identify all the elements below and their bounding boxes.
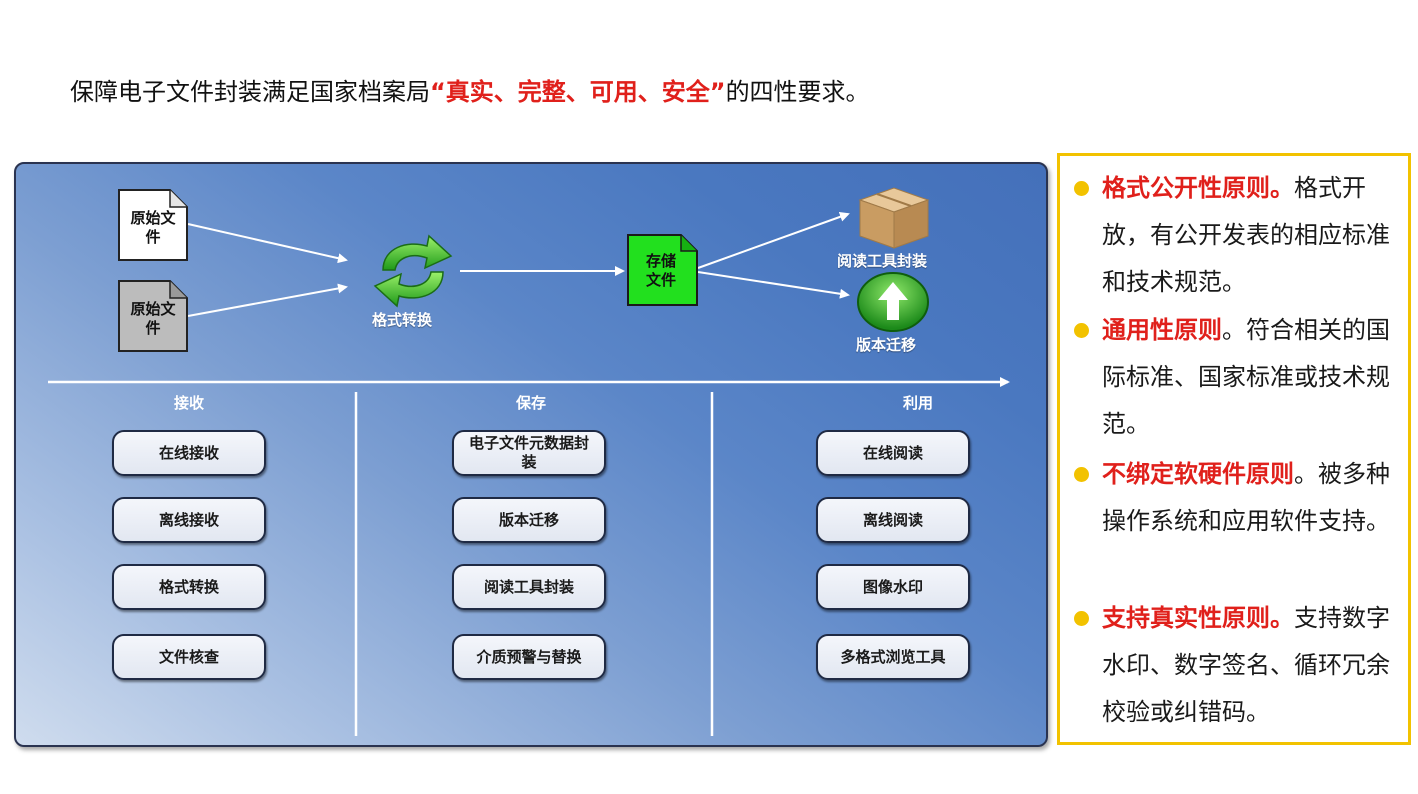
- preserve-item[interactable]: 介质预警与替换: [452, 634, 606, 680]
- preserve-item[interactable]: 版本迁移: [452, 497, 606, 543]
- receive-item-label: 在线接收: [158, 443, 219, 462]
- principle-item: 支持真实性原则。支持数字水印、数字签名、循环冗余校验或纠错码。: [1074, 595, 1404, 736]
- arrow-doc2-to-convert: [187, 283, 348, 317]
- principles-panel: 格式公开性原则。格式开放，有公开发表的相应标准和技术规范。 通用性原则。符合相关…: [1057, 153, 1411, 745]
- source-doc-2-label: 原始文件: [130, 300, 176, 337]
- version-migrate-label: 版本迁移: [856, 336, 917, 354]
- preserve-item[interactable]: 阅读工具封装: [452, 564, 606, 610]
- arrow-storage-to-migrate: [697, 271, 850, 299]
- source-document-white: 原始文件: [118, 189, 188, 261]
- document-icon: [627, 234, 698, 306]
- bullet-dot-icon: [1074, 611, 1089, 626]
- principle-item: 不绑定软硬件原则。被多种操作系统和应用软件支持。: [1074, 451, 1404, 545]
- bullet-dot-icon: [1074, 181, 1089, 196]
- use-item[interactable]: 在线阅读: [816, 430, 970, 476]
- storage-document: 存储文件: [627, 234, 698, 306]
- lifecycle-diagram: 原始文件 原始文件 格式转换 存储文件 阅读工具封装: [14, 162, 1048, 747]
- box-icon: [858, 187, 930, 249]
- preserve-item[interactable]: 电子文件元数据封装: [452, 430, 606, 476]
- principle-title: 格式公开性原则。: [1102, 174, 1294, 202]
- principle-body: 。被多种操作系统和应用软件支持。: [1102, 460, 1390, 535]
- column-title-receive: 接收: [173, 394, 204, 412]
- preserve-item-label: 阅读工具封装: [483, 577, 574, 596]
- use-item-label: 多格式浏览工具: [840, 647, 946, 666]
- recycle-arrows-icon: [373, 234, 453, 308]
- use-item[interactable]: 离线阅读: [816, 497, 970, 543]
- use-item-label: 离线阅读: [862, 510, 923, 529]
- principle-item: 格式公开性原则。格式开放，有公开发表的相应标准和技术规范。: [1074, 165, 1404, 306]
- arrow-doc1-to-convert: [187, 223, 348, 264]
- use-item[interactable]: 多格式浏览工具: [816, 634, 970, 680]
- use-item[interactable]: 图像水印: [816, 564, 970, 610]
- principle-title: 通用性原则: [1102, 316, 1222, 344]
- document-icon: [118, 189, 188, 261]
- bullet-dot-icon: [1074, 323, 1089, 338]
- preserve-item-label: 介质预警与替换: [476, 647, 582, 666]
- receive-item[interactable]: 离线接收: [112, 497, 266, 543]
- receive-item-label: 离线接收: [158, 510, 219, 529]
- use-item-label: 图像水印: [862, 577, 923, 596]
- column-title-use: 利用: [902, 394, 933, 412]
- receive-item[interactable]: 格式转换: [112, 564, 266, 610]
- principle-body: 。符合相关的国际标准、国家标准或技术规范。: [1102, 316, 1390, 438]
- headline-quote-close: ”: [709, 78, 726, 106]
- reader-pack-label: 阅读工具封装: [837, 252, 928, 270]
- headline-highlight: 真实、完整、可用、安全: [445, 78, 710, 106]
- headline-suffix: 的四性要求。: [725, 78, 870, 106]
- principle-title: 支持真实性原则。: [1102, 604, 1294, 632]
- headline-prefix: 保障电子文件封装满足国家档案局: [70, 78, 430, 106]
- storage-doc-label: 存储文件: [645, 252, 676, 289]
- principle-body: 支持数字水印、数字签名、循环冗余校验或纠错码。: [1102, 604, 1390, 726]
- preserve-item-label: 版本迁移: [498, 510, 559, 529]
- headline-quote-open: “: [430, 78, 446, 106]
- convert-label: 格式转换: [372, 311, 433, 329]
- receive-item[interactable]: 文件核查: [112, 634, 266, 680]
- use-item-label: 在线阅读: [862, 443, 923, 462]
- headline: 保障电子文件封装满足国家档案局“真实、完整、可用、安全”的四性要求。: [70, 72, 870, 107]
- receive-item-label: 文件核查: [158, 647, 219, 666]
- source-doc-1-label: 原始文件: [130, 209, 176, 246]
- source-document-gray: 原始文件: [118, 280, 188, 352]
- receive-item[interactable]: 在线接收: [112, 430, 266, 476]
- column-title-preserve: 保存: [515, 394, 546, 412]
- bullet-dot-icon: [1074, 467, 1089, 482]
- diagram-arrows: [48, 212, 1010, 736]
- receive-item-label: 格式转换: [158, 577, 219, 596]
- principle-title: 不绑定软硬件原则: [1102, 460, 1294, 488]
- principle-body: 格式开放，有公开发表的相应标准和技术规范。: [1102, 174, 1390, 296]
- principle-item: 通用性原则。符合相关的国际标准、国家标准或技术规范。: [1074, 307, 1404, 448]
- up-arrow-circle-icon: [857, 272, 929, 332]
- preserve-item-label: 电子文件元数据封装: [469, 434, 590, 471]
- arrow-storage-to-box: [697, 212, 850, 269]
- document-icon: [118, 280, 188, 352]
